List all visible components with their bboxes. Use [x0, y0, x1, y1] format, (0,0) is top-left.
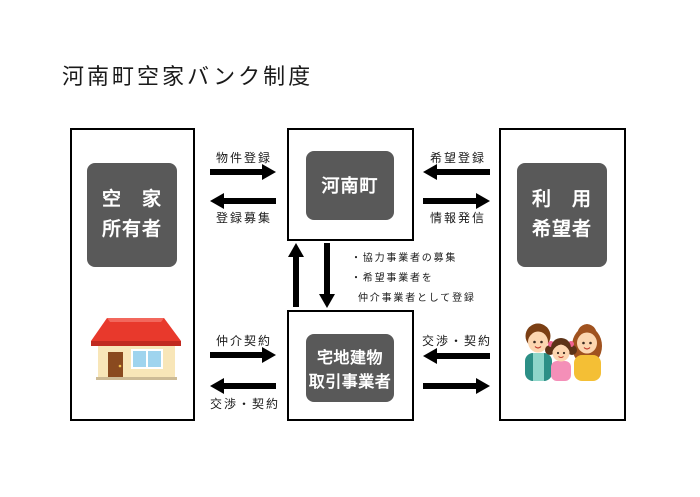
user-node — [517, 163, 607, 267]
note-line-2: ・希望事業者を — [351, 271, 434, 284]
window-pane-right — [148, 351, 161, 367]
edge-label-owner-to-agent: 仲介契約 — [216, 333, 272, 348]
arrow-agent-to-owner — [210, 378, 276, 394]
family-icon — [525, 323, 602, 381]
father-eye-left — [533, 340, 536, 344]
town-node — [306, 151, 394, 220]
mother-face — [577, 332, 597, 354]
user-frame — [499, 128, 626, 421]
agent-node-line-1: 宅地建物 — [317, 348, 383, 367]
arrow-owner-to-agent — [210, 347, 276, 363]
user-node-line-2: 希望者 — [532, 217, 592, 240]
arrow-agent-to-user — [423, 378, 490, 394]
father-mouth — [534, 346, 542, 349]
girl-figure — [545, 338, 577, 381]
owner-node — [87, 163, 177, 267]
edge-label-user-to-agent: 交渉・契約 — [422, 333, 492, 348]
agent-node — [306, 334, 394, 402]
girl-fringe — [552, 338, 570, 351]
window-pane-left — [133, 351, 146, 367]
mother-mouth — [583, 347, 591, 350]
town-node-label: 河南町 — [322, 175, 379, 197]
house-foundation — [96, 377, 177, 380]
page-title: 河南町空家バンク制度 — [62, 65, 313, 90]
owner-node-line-1: 空 家 — [102, 187, 162, 210]
father-eye-right — [540, 340, 543, 344]
father-figure — [525, 323, 552, 381]
owner-frame — [70, 128, 195, 421]
arrow-town-to-user — [423, 193, 490, 209]
father-shirt — [533, 353, 544, 381]
arrow-user-to-agent — [423, 348, 490, 364]
girl-eye-right — [562, 351, 566, 355]
edge-label-owner-to-town: 物件登録 — [216, 150, 272, 165]
girl-eye-left — [556, 351, 560, 355]
door-knob — [118, 364, 122, 368]
town-frame — [287, 128, 414, 241]
edge-label-town-to-user: 情報発信 — [430, 211, 486, 225]
user-node-line-1: 利 用 — [532, 188, 592, 210]
edge-label-town-to-owner: 登録募集 — [216, 210, 272, 225]
father-face — [528, 331, 548, 353]
mother-fringe — [576, 324, 598, 341]
mother-top — [574, 355, 601, 381]
edge-label-agent-to-owner: 交渉・契約 — [210, 396, 280, 411]
agent-node-line-2: 取引事業者 — [309, 372, 392, 391]
agent-frame — [287, 310, 414, 421]
father-fringe — [527, 323, 549, 339]
arrow-town-to-owner — [210, 193, 276, 209]
door — [108, 352, 123, 378]
girl-face — [552, 344, 570, 362]
roof-eave — [91, 341, 181, 346]
roof-ridge — [107, 318, 164, 322]
arrow-user-to-town — [423, 164, 490, 180]
note-line-3: 仲介事業者として登録 — [358, 291, 476, 304]
arrow-town-to-agent — [319, 243, 335, 308]
roof — [91, 318, 181, 341]
arrow-agent-to-town — [288, 243, 304, 307]
mother-eye-left — [582, 341, 585, 345]
house-icon — [91, 318, 181, 380]
girl-mouth — [558, 356, 564, 358]
note-line-1: ・協力事業者の募集 — [351, 251, 457, 264]
arrow-owner-to-town — [210, 164, 276, 180]
girl-dress — [551, 361, 571, 381]
mother-figure — [572, 324, 602, 381]
owner-node-line-2: 所有者 — [102, 217, 162, 240]
mother-eye-right — [589, 341, 592, 345]
edge-label-user-to-town: 希望登録 — [430, 150, 486, 165]
